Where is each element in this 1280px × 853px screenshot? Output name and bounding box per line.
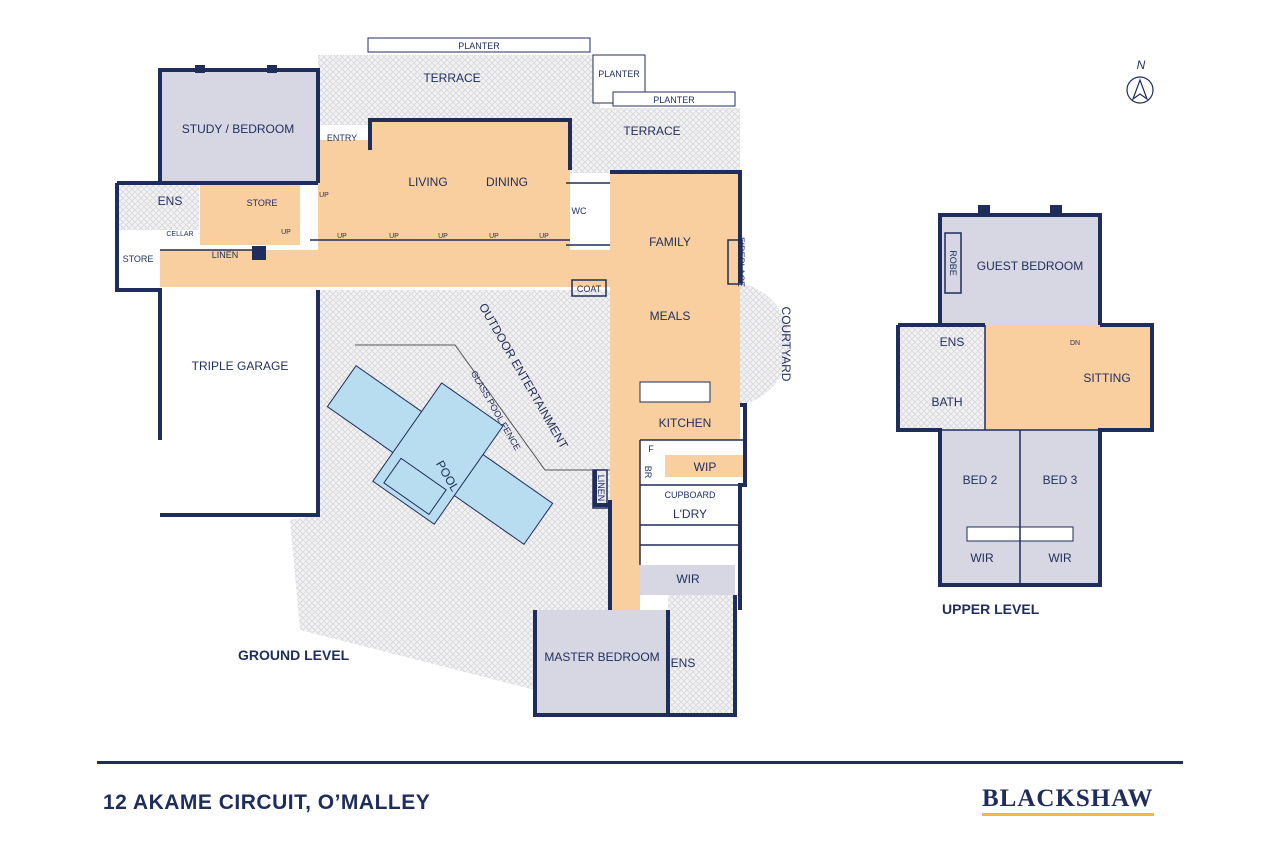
entry bbox=[318, 140, 370, 250]
glass-pool-fence bbox=[355, 344, 610, 471]
room-label: STUDY / BEDROOM bbox=[182, 122, 294, 136]
pool bbox=[326, 364, 554, 546]
floor-plan: PLANTER PLANTER PLANTER TERRACE TERRACE … bbox=[115, 37, 1154, 717]
wip bbox=[665, 455, 745, 477]
stair-mark: UP bbox=[489, 233, 499, 240]
stair-mark: UP bbox=[281, 229, 291, 236]
room-label: ENS bbox=[940, 335, 965, 349]
room-label: F bbox=[648, 444, 654, 454]
room-label: BED 2 bbox=[963, 473, 998, 487]
room-label: MASTER BEDROOM bbox=[544, 650, 659, 664]
divider bbox=[97, 761, 1183, 764]
room-label: DINING bbox=[486, 175, 528, 189]
room-label: FAMILY bbox=[649, 235, 691, 249]
hallway bbox=[160, 250, 610, 287]
room-label: ENS bbox=[671, 656, 696, 670]
room-label: TRIPLE GARAGE bbox=[192, 359, 289, 373]
room-label: WIR bbox=[676, 572, 700, 586]
stair-mark: UP bbox=[319, 192, 329, 199]
planter bbox=[367, 37, 591, 53]
room-label: PLANTER bbox=[598, 69, 640, 79]
room-label: MEALS bbox=[650, 309, 691, 323]
compass-icon: N bbox=[1126, 58, 1154, 104]
room-label: TERRACE bbox=[623, 124, 680, 138]
courtyard-area bbox=[740, 283, 790, 405]
room-label: ENTRY bbox=[327, 133, 357, 143]
stair-mark: UP bbox=[389, 233, 399, 240]
room-label: COAT bbox=[577, 284, 602, 294]
room-label: PLANTER bbox=[653, 95, 695, 105]
room-label: L'DRY bbox=[673, 507, 707, 521]
room-label: WIR bbox=[970, 551, 994, 565]
room-label: CELLAR bbox=[166, 231, 193, 238]
ground-level bbox=[115, 65, 747, 717]
room-label: STORE bbox=[123, 254, 154, 264]
triple-garage bbox=[160, 290, 318, 515]
stair-mark: UP bbox=[539, 233, 549, 240]
room-label: KITCHEN bbox=[659, 416, 712, 430]
room-label: LINEN bbox=[212, 250, 239, 260]
stair-mark: UP bbox=[438, 233, 448, 240]
room-label: PLANTER bbox=[458, 41, 500, 51]
kitchen-island bbox=[639, 381, 711, 403]
room-label: LINEN bbox=[596, 475, 606, 502]
upper-level-label: UPPER LEVEL bbox=[942, 601, 1040, 617]
room-label: TERRACE bbox=[423, 71, 480, 85]
room-label: CUPBOARD bbox=[664, 490, 716, 500]
room-label: WC bbox=[572, 206, 587, 216]
stair-mark: DN bbox=[1070, 340, 1080, 347]
room-label: FIREPLACE bbox=[736, 237, 746, 287]
stair-mark: UP bbox=[337, 233, 347, 240]
room-label: BED 3 bbox=[1043, 473, 1078, 487]
room-label: ENS bbox=[158, 194, 183, 208]
room-label: STORE bbox=[247, 198, 278, 208]
living-dining bbox=[370, 120, 570, 250]
room-label: LIVING bbox=[408, 175, 447, 189]
room-label: WIP bbox=[694, 460, 717, 474]
room-label: BR bbox=[643, 466, 653, 479]
wir bbox=[640, 565, 735, 595]
room-label: GUEST BEDROOM bbox=[977, 259, 1083, 273]
room-label: ROBE bbox=[948, 250, 958, 276]
planter bbox=[612, 91, 736, 107]
gallery bbox=[610, 440, 640, 610]
ground-level-label: GROUND LEVEL bbox=[238, 647, 350, 663]
study-bedroom bbox=[160, 70, 318, 183]
compass-north-label: N bbox=[1137, 58, 1146, 72]
master-bedroom bbox=[535, 610, 668, 715]
room-label: BATH bbox=[931, 395, 962, 409]
room-label: COURTYARD bbox=[779, 307, 793, 382]
property-address: 12 AKAME CIRCUIT, O’MALLEY bbox=[103, 791, 431, 814]
stair bbox=[200, 183, 300, 245]
brand-logo: BLACKSHAW bbox=[982, 785, 1154, 816]
room-label: WIR bbox=[1048, 551, 1072, 565]
upper-level: GUEST BEDROOM ROBE ENS BATH SITTING DN B… bbox=[896, 205, 1154, 617]
room-label: SITTING bbox=[1083, 371, 1130, 385]
